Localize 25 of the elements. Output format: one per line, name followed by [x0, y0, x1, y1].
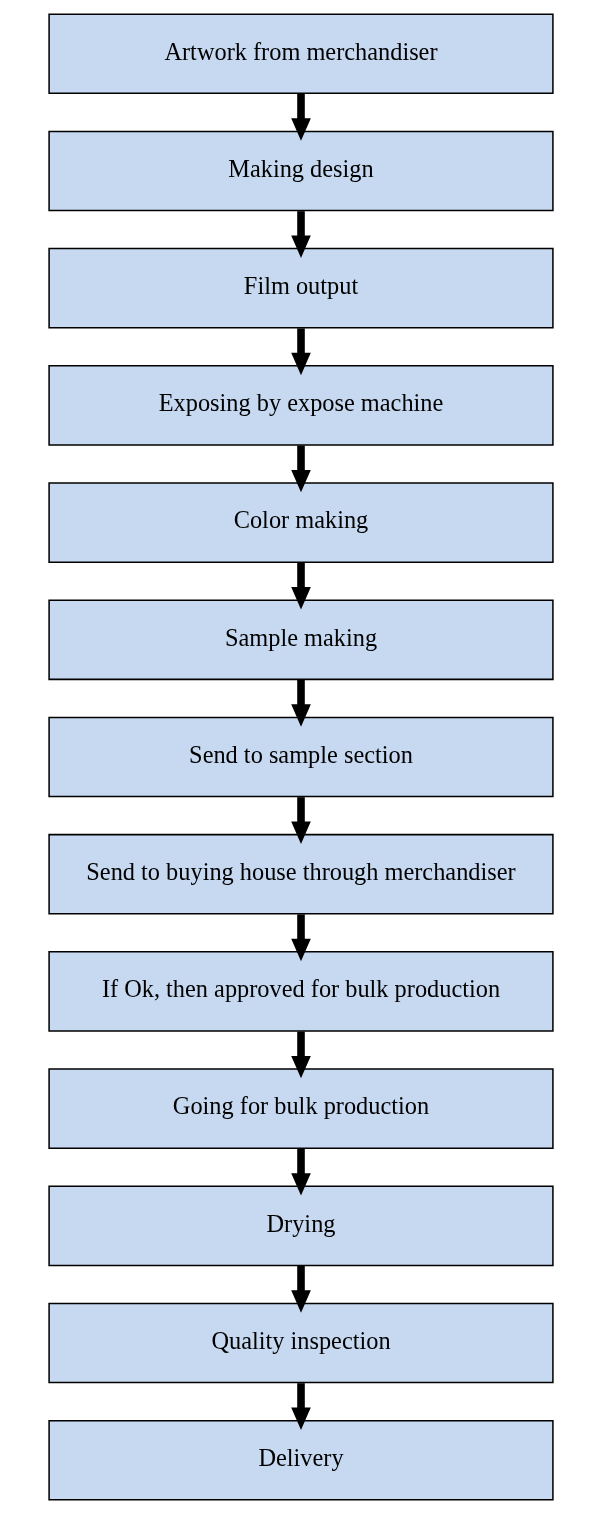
arrow	[291, 797, 311, 844]
node-box: Making design	[48, 130, 554, 212]
node-box: Quality inspection	[48, 1302, 554, 1384]
node-box: Send to buying house through merchandiser	[48, 833, 554, 915]
node-box: Send to sample section	[48, 716, 554, 798]
arrow	[291, 1383, 311, 1430]
node-box: Artwork from merchandiser	[48, 13, 554, 95]
arrow	[291, 1031, 311, 1079]
arrow	[291, 914, 311, 962]
arrow	[291, 1266, 311, 1313]
arrow	[291, 445, 311, 493]
arrow	[291, 93, 311, 141]
arrow	[291, 211, 311, 258]
node-box: Color making	[48, 482, 554, 563]
node-box: Sample making	[48, 599, 554, 681]
node-box: Film output	[48, 247, 554, 329]
arrow	[291, 1148, 311, 1196]
node-box: If Ok, then approved for bulk production	[48, 951, 554, 1032]
node-box: Delivery	[48, 1419, 554, 1501]
arrow	[291, 562, 311, 610]
node-box: Going for bulk production	[48, 1068, 554, 1149]
node-box: Drying	[48, 1185, 554, 1267]
node-box: Exposing by expose machine	[48, 365, 554, 446]
arrow	[291, 679, 311, 727]
arrow	[291, 328, 311, 376]
